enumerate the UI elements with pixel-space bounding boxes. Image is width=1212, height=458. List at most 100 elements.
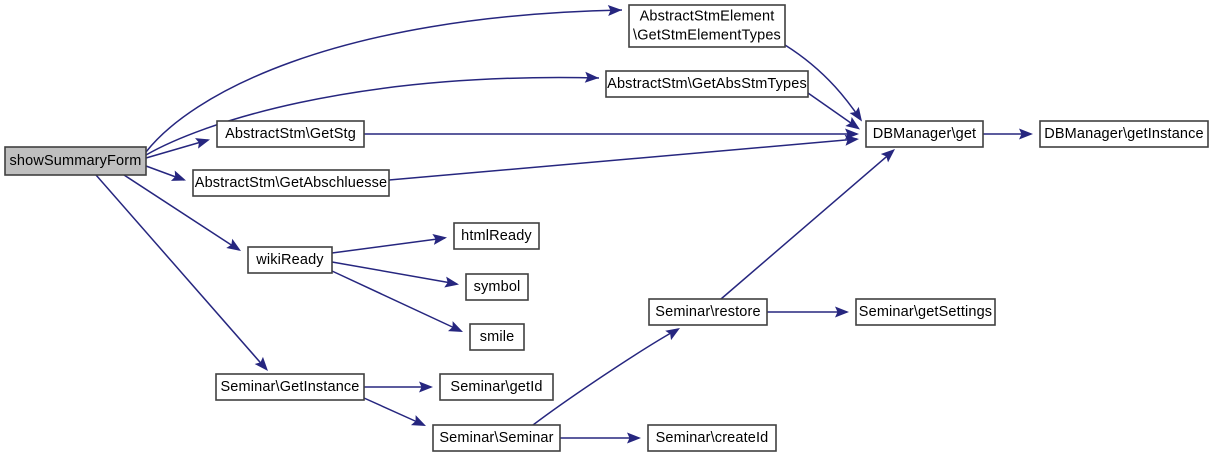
node-label: Seminar\restore — [655, 304, 760, 320]
graph-node-showsummaryform[interactable]: showSummaryForm — [4, 146, 147, 176]
call-edge — [767, 306, 849, 318]
edge-line — [532, 328, 679, 426]
call-edge — [331, 261, 459, 288]
node-label: Seminar\Seminar — [439, 430, 553, 446]
node-box[interactable] — [215, 373, 365, 401]
graph-node-abstractstm-getabschluesse[interactable]: AbstractStm\GetAbschluesse — [192, 169, 390, 197]
node-label: DBManager\getInstance — [1044, 126, 1204, 142]
node-box[interactable] — [865, 120, 984, 148]
node-label: \GetStmElementTypes — [633, 27, 781, 43]
call-edge — [145, 4, 623, 153]
node-box[interactable] — [216, 120, 365, 148]
edge-line — [331, 261, 458, 285]
call-edge — [95, 174, 268, 371]
graph-node-smile[interactable]: smile — [469, 323, 525, 351]
call-edge — [145, 71, 600, 156]
call-edge — [807, 92, 860, 130]
graph-node-seminar-getid[interactable]: Seminar\getId — [439, 373, 554, 401]
arrowhead-icon — [584, 71, 599, 83]
arrowhead-icon — [447, 321, 463, 332]
node-box[interactable] — [605, 70, 809, 98]
call-edge — [560, 432, 641, 444]
graph-node-seminar-createid[interactable]: Seminar\createId — [647, 424, 777, 452]
node-box[interactable] — [192, 169, 390, 197]
arrowhead-icon — [849, 106, 862, 122]
edge-line — [363, 397, 425, 426]
graph-node-seminar-getsettings[interactable]: Seminar\getSettings — [855, 298, 996, 326]
arrowhead-icon — [254, 356, 268, 371]
graph-node-wikiready[interactable]: wikiReady — [247, 246, 333, 274]
node-box[interactable] — [453, 222, 540, 250]
edge-line — [95, 174, 267, 370]
node-label: AbstractStm\GetAbsStmTypes — [607, 76, 807, 92]
graph-node-abstractstmelement-getstmelementtypes[interactable]: AbstractStmElement \GetStmElementTypes — [628, 4, 786, 48]
arrowhead-icon — [835, 306, 849, 318]
node-box[interactable] — [4, 146, 147, 176]
edge-line — [807, 92, 859, 129]
arrowhead-icon — [844, 134, 859, 146]
graph-node-abstractstm-getabsstmtypes[interactable]: AbstractStm\GetAbsStmTypes — [605, 70, 809, 98]
nodes-layer: showSummaryForm AbstractStmElement \GetStm… — [4, 4, 1209, 452]
call-edge — [720, 149, 895, 300]
node-label: AbstractStm\GetStg — [225, 126, 356, 142]
graph-node-seminar-seminar[interactable]: Seminar\Seminar — [432, 424, 561, 452]
node-label: AbstractStm\GetAbschluesse — [195, 175, 387, 191]
edge-line — [720, 150, 894, 300]
node-box[interactable] — [247, 246, 333, 274]
graph-node-abstractstm-getstg[interactable]: AbstractStm\GetStg — [216, 120, 365, 148]
edge-line — [123, 174, 240, 251]
node-label: htmlReady — [461, 228, 532, 244]
node-box[interactable] — [647, 424, 777, 452]
graph-node-seminar-restore[interactable]: Seminar\restore — [648, 298, 768, 326]
call-edge — [331, 234, 447, 254]
call-edge — [123, 174, 241, 251]
arrowhead-icon — [432, 234, 447, 245]
node-box[interactable] — [855, 298, 996, 326]
node-box[interactable] — [432, 424, 561, 452]
call-edge — [983, 128, 1033, 140]
node-label: wikiReady — [255, 252, 324, 268]
node-label: showSummaryForm — [10, 153, 142, 169]
arrowhead-icon — [845, 116, 860, 130]
node-box[interactable] — [628, 4, 786, 48]
graph-node-dbmanager-get[interactable]: DBManager\get — [865, 120, 984, 148]
edge-line — [331, 270, 462, 332]
edge-line — [331, 237, 446, 254]
node-label: AbstractStmElement — [640, 8, 775, 24]
arrowhead-icon — [419, 381, 433, 393]
call-edge — [145, 165, 186, 181]
edge-line — [145, 9, 623, 153]
node-box[interactable] — [465, 273, 529, 301]
node-label: Seminar\getSettings — [859, 304, 992, 320]
arrowhead-icon — [665, 328, 680, 341]
graph-node-htmlready[interactable]: htmlReady — [453, 222, 540, 250]
edges-layer — [95, 4, 1033, 444]
arrowhead-icon — [195, 138, 210, 149]
node-box[interactable] — [648, 298, 768, 326]
edge-line — [388, 138, 858, 181]
call-edge — [388, 134, 859, 181]
graph-node-symbol[interactable]: symbol — [465, 273, 529, 301]
node-label: Seminar\getId — [450, 379, 542, 395]
node-label: symbol — [474, 279, 521, 295]
edge-line — [145, 76, 600, 156]
call-edge — [363, 397, 426, 426]
arrowhead-icon — [410, 415, 426, 426]
graph-node-dbmanager-getinstance[interactable]: DBManager\getInstance — [1039, 120, 1209, 148]
call-edge — [364, 381, 433, 393]
call-edge — [145, 138, 210, 159]
call-edge — [532, 328, 680, 426]
node-label: smile — [480, 329, 515, 345]
node-box[interactable] — [439, 373, 554, 401]
node-label: Seminar\createId — [656, 430, 769, 446]
arrowhead-icon — [1019, 128, 1033, 140]
node-label: Seminar\GetInstance — [220, 379, 359, 395]
graph-node-seminar-getinstance[interactable]: Seminar\GetInstance — [215, 373, 365, 401]
arrowhead-icon — [444, 276, 459, 288]
node-box[interactable] — [1039, 120, 1209, 148]
node-box[interactable] — [469, 323, 525, 351]
arrowhead-icon — [226, 238, 241, 251]
call-edge — [784, 44, 862, 122]
node-label: DBManager\get — [873, 126, 977, 142]
